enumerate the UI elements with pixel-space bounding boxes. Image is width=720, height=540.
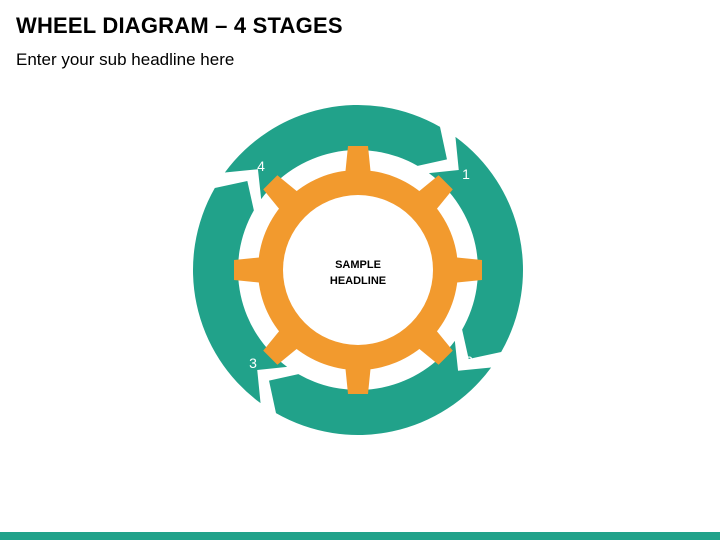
stage-label-4: 4 [257,158,265,174]
gear-tooth [263,175,301,213]
center-headline-line-1: SAMPLE [335,259,381,271]
gear-tooth [263,327,301,365]
page-subtitle: Enter your sub headline here [16,50,235,69]
ring-segment-1 [428,136,523,359]
stage-label-1: 1 [462,166,470,182]
center-headline-line-2: HEADLINE [330,275,386,287]
stage-label-3: 3 [249,355,257,371]
ring-segment-4 [224,105,447,200]
ring-segment-3 [193,181,288,404]
gear-center-hole [283,195,433,345]
gear-tooth [452,257,482,283]
gear-tooth [345,146,371,176]
bottom-accent-bar [0,532,720,540]
gear-tooth [415,175,453,213]
gear-tooth [415,327,453,365]
page-title: WHEEL DIAGRAM – 4 STAGES [16,13,343,38]
ring-segment-2 [269,340,492,435]
gear-tooth [234,257,264,283]
ring [193,105,523,435]
gear-tooth [345,364,371,394]
stage-label-2: 2 [465,353,473,369]
gear [234,146,482,394]
